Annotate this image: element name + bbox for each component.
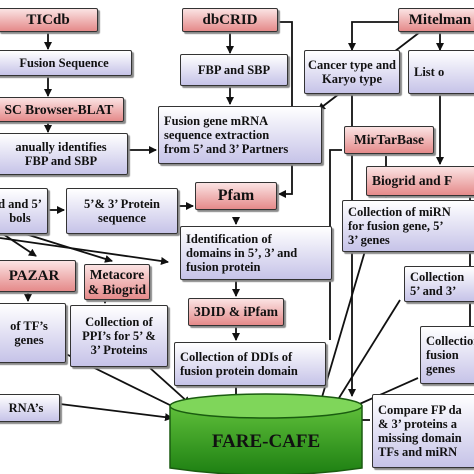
node-ppi-collection: Collection of PPI’s for 5’ & 3’ Proteins (70, 305, 168, 367)
edge-mirna-fare (318, 233, 371, 405)
node-rnas-partial: RNA’s (0, 394, 60, 422)
edge-collection1-fare (333, 299, 401, 407)
edge-rnas-fare (59, 403, 173, 422)
node-mirna-collection: Collection of miRN for fusion gene, 5’ 3… (342, 200, 474, 252)
node-mitelman: Mitelman (398, 8, 474, 32)
node-manual-identify: anually identifies FBP and SBP (0, 133, 128, 175)
node-fbp-sbp-top: FBP and SBP (180, 54, 288, 86)
node-biogrid-partial: Biogrid and F (366, 166, 474, 196)
node-symbols-partial: d and 5’ bols (0, 188, 48, 234)
edge-mitelman-cancer (348, 21, 400, 51)
edge-left-ppi (0, 237, 169, 265)
edge-left-pazar (0, 231, 37, 257)
node-3did-ipfam: 3DID & iPfam (188, 298, 284, 326)
node-compare-fp: Compare FP da & 3’ proteins a missing do… (372, 394, 474, 468)
node-metacore-biogrid: Metacore & Biogrid (84, 264, 150, 300)
node-fusion-sequence: Fusion Sequence (0, 50, 132, 76)
node-dbcrid: dbCRID (182, 8, 278, 32)
fare-cafe-cylinder (169, 393, 363, 474)
edge-ppi-fare (149, 367, 191, 405)
node-collection-right-1: Collection 5’ and 3’ (404, 266, 474, 302)
node-tfs-partial: of TF’s genes (0, 303, 66, 363)
node-protein-sequence: 5’& 3’ Protein sequence (66, 188, 178, 234)
node-pfam: Pfam (195, 182, 277, 210)
node-collection-right-2: Collection fusion genes (420, 326, 474, 384)
node-fare-cafe: FARE-CAFE (211, 431, 321, 452)
node-ddi-collection: Collection of DDIs of fusion protein dom… (174, 342, 326, 386)
node-cancer-karyo: Cancer type and Karyo type (304, 50, 400, 94)
node-ticdb: TICdb (0, 8, 98, 32)
node-domain-identification: Identification of domains in 5’, 3’ and … (180, 226, 332, 280)
node-list-partial: List o (408, 50, 474, 94)
node-ucsc-blat: SC Browser-BLAT (0, 97, 124, 122)
node-mirtarbase: MirTarBase (344, 126, 434, 154)
node-pazar: PAZAR (0, 260, 76, 292)
node-mrna-extraction: Fusion gene mRNA sequence extraction fro… (158, 106, 322, 164)
